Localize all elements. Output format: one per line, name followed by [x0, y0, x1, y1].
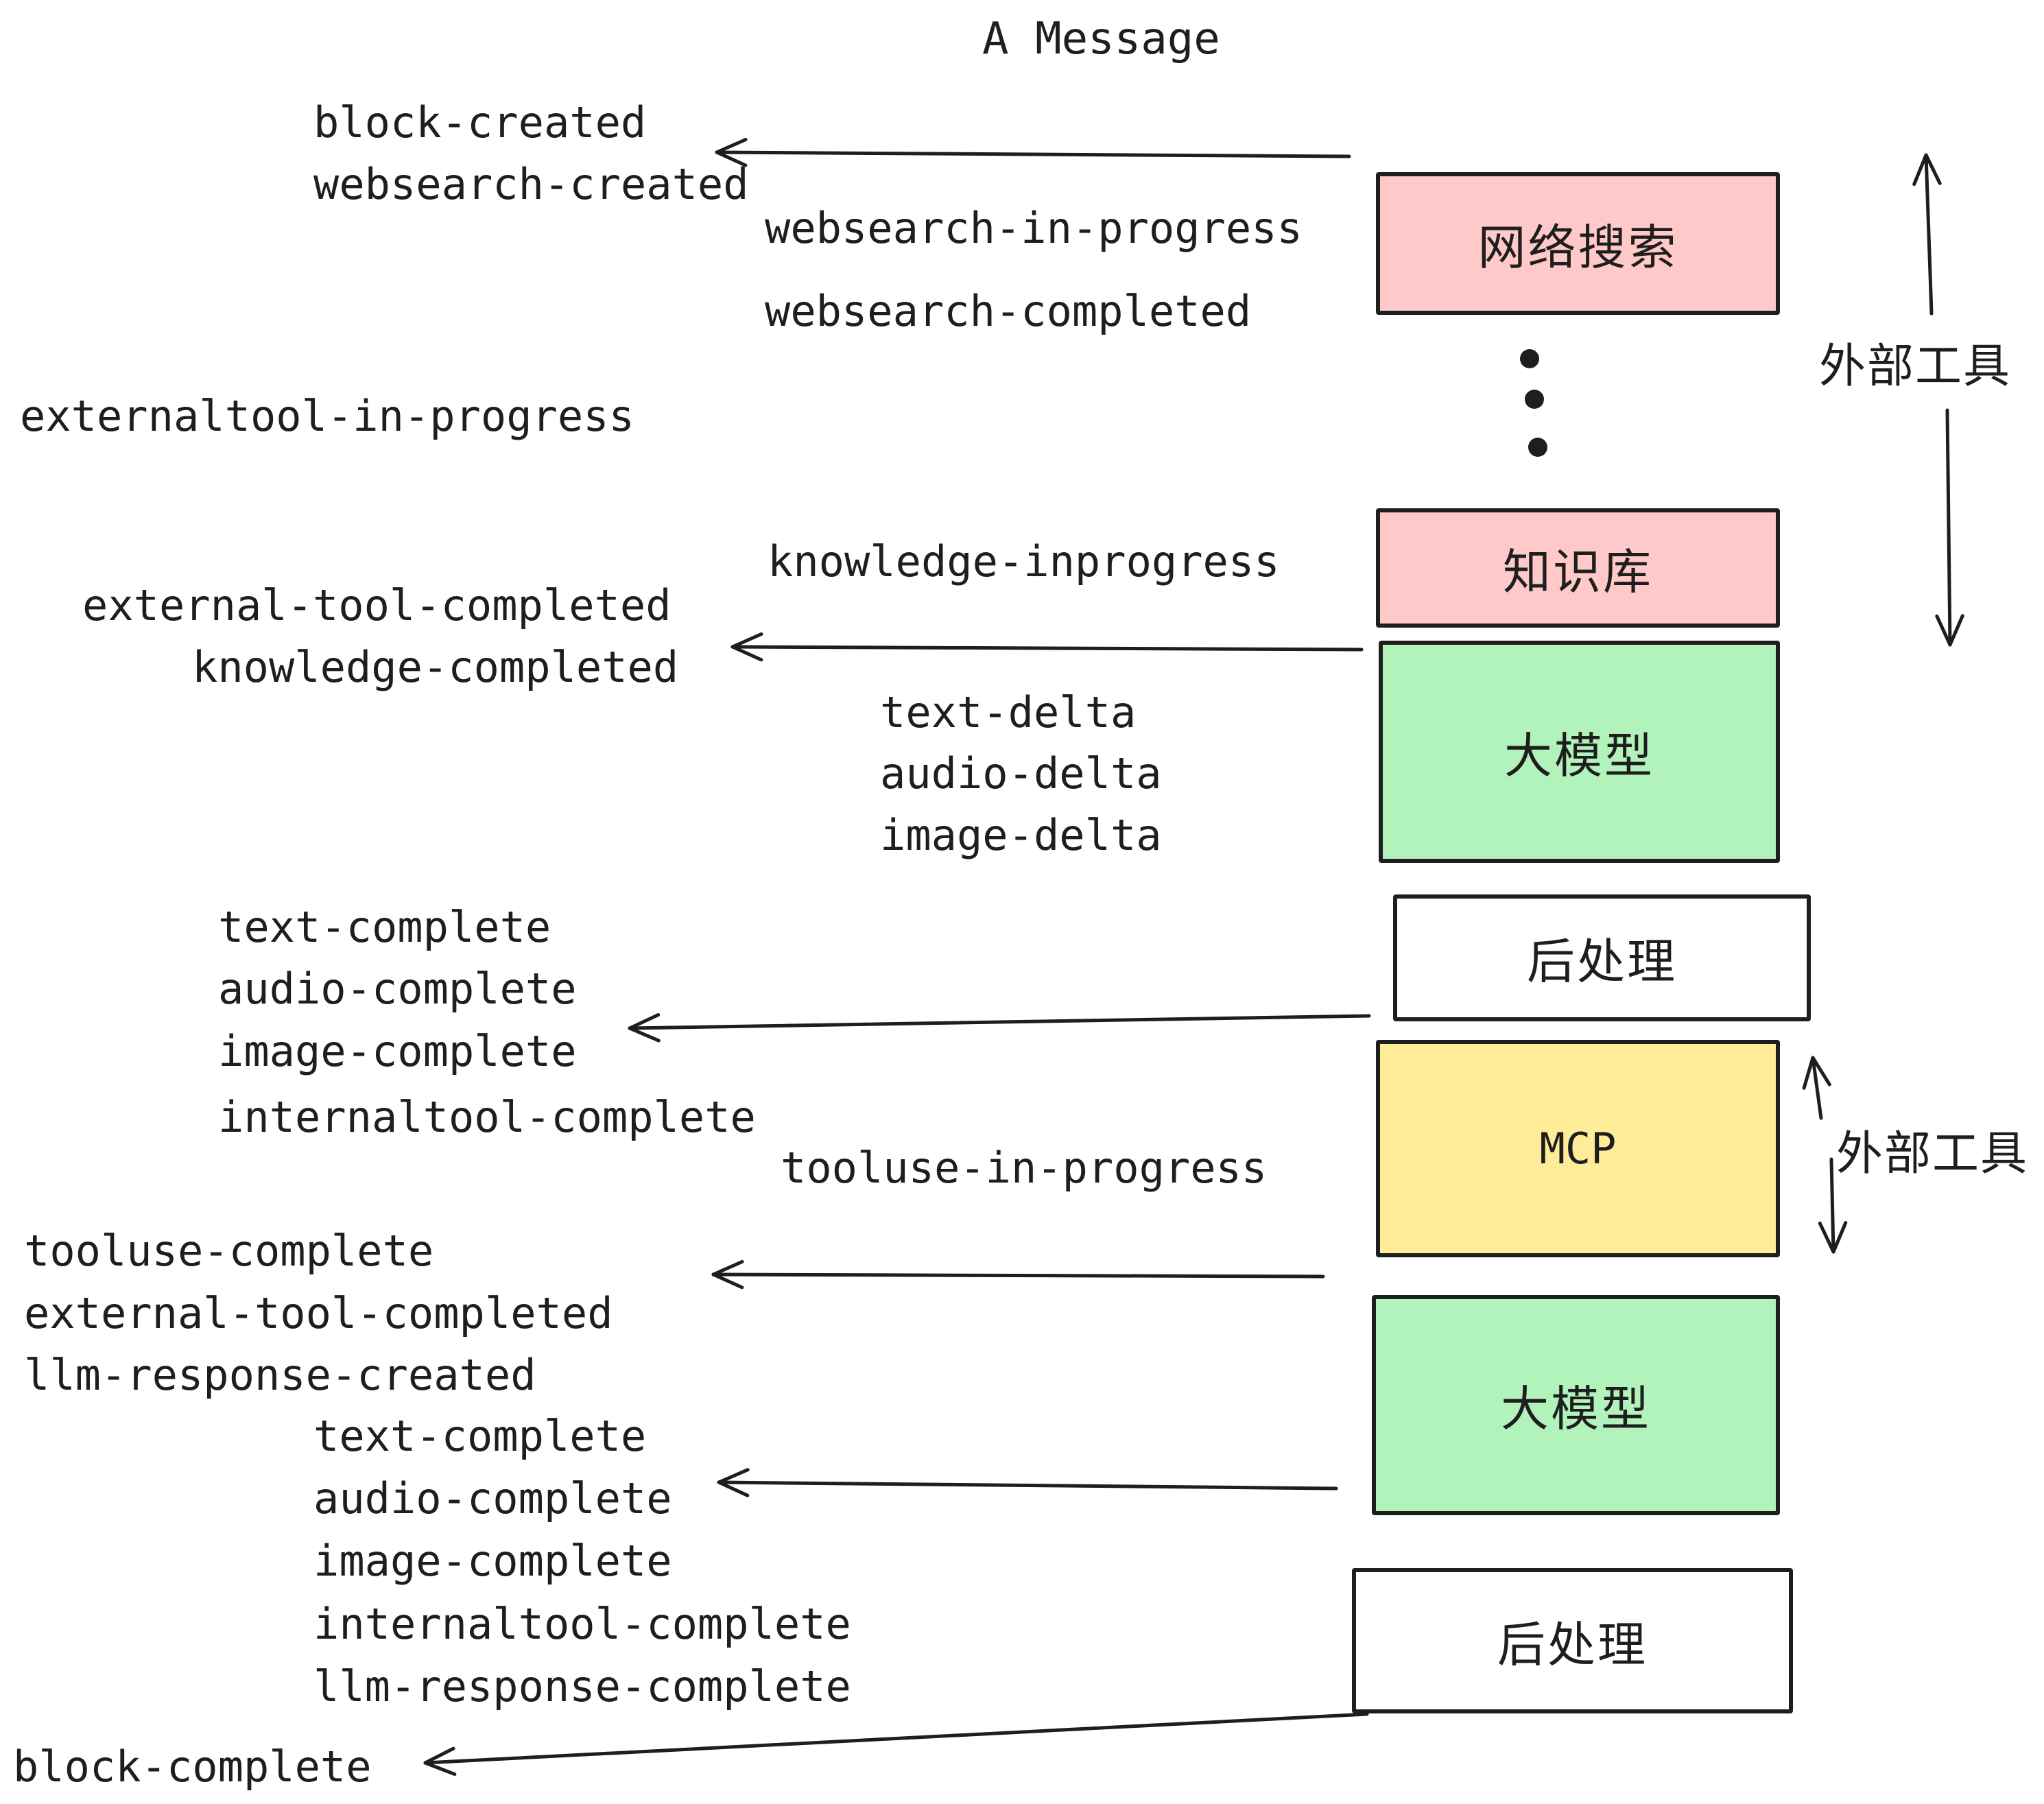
event-label-image-complete-1: image-complete	[218, 1026, 577, 1076]
box-label-llm-2: 大模型	[1501, 1381, 1651, 1437]
box-post-processing-2: 后处理	[1352, 1568, 1793, 1713]
event-label-audio-delta-1: audio-delta	[880, 748, 1162, 798]
event-label-audio-complete-1: audio-complete	[218, 964, 577, 1014]
event-label-audio-complete-2: audio-complete	[313, 1473, 672, 1523]
arrow-to-audio-complete-2	[717, 1468, 1338, 1497]
arrow-to-block-created	[715, 138, 1351, 167]
arrow-to-tooluse-complete	[711, 1259, 1325, 1290]
box-label-websearch: 网络搜索	[1477, 219, 1678, 276]
box-mcp: MCP	[1376, 1040, 1780, 1257]
arrow-to-image-complete	[628, 1013, 1371, 1043]
box-label-post-processing-1: 后处理	[1527, 934, 1677, 990]
arrow-external-tools-1-down	[1935, 408, 1964, 647]
event-label-text-complete-1: text-complete	[218, 902, 551, 952]
arrow-to-knowledge-completed	[730, 632, 1364, 662]
event-label-websearch-completed: websearch-completed	[765, 286, 1252, 336]
ellipsis-dot-1	[1520, 349, 1539, 368]
box-post-processing-1: 后处理	[1393, 894, 1811, 1021]
box-label-post-processing-2: 后处理	[1497, 1616, 1648, 1673]
event-label-llm-response-created: llm-response-created	[24, 1350, 536, 1400]
arrow-external-tools-2-up	[1802, 1056, 1831, 1120]
box-llm-1: 大模型	[1379, 641, 1780, 863]
event-label-tooluse-in-progress: tooluse-in-progress	[781, 1143, 1268, 1193]
box-knowledge: 知识库	[1376, 508, 1780, 628]
event-label-external-tool-completed-2: external-tool-completed	[24, 1288, 613, 1338]
arrow-external-tools-1-up	[1912, 153, 1942, 316]
event-label-text-complete-2: text-complete	[313, 1411, 647, 1461]
event-label-websearch-created: websearch-created	[313, 159, 749, 209]
ellipsis-dot-3	[1528, 438, 1547, 457]
arrow-to-block-complete	[423, 1712, 1369, 1777]
ellipsis-dot-2	[1525, 390, 1544, 409]
box-llm-2: 大模型	[1372, 1295, 1780, 1515]
side-label-external-tools-1: 外部工具	[1819, 340, 2012, 394]
event-label-knowledge-completed: knowledge-completed	[192, 642, 679, 692]
box-label-llm-1: 大模型	[1504, 727, 1654, 784]
event-label-text-delta-1: text-delta	[880, 687, 1137, 737]
event-label-websearch-in-progress: websearch-in-progress	[765, 203, 1303, 253]
event-label-externaltool-in-progress: externaltool-in-progress	[20, 391, 634, 441]
event-label-block-created: block-created	[313, 97, 647, 147]
event-label-image-complete-2: image-complete	[313, 1536, 672, 1586]
event-label-internaltool-complete-2: internaltool-complete	[313, 1599, 851, 1649]
event-label-knowledge-inprogress: knowledge-inprogress	[768, 536, 1280, 586]
box-websearch: 网络搜索	[1376, 172, 1780, 315]
side-label-external-tools-2: 外部工具	[1836, 1127, 2029, 1181]
event-label-llm-response-complete: llm-response-complete	[313, 1661, 851, 1711]
event-label-image-delta-1: image-delta	[880, 810, 1162, 860]
diagram-title: A Message	[982, 14, 1220, 64]
event-label-block-complete: block-complete	[13, 1742, 372, 1792]
event-label-external-tool-completed-1: external-tool-completed	[82, 580, 672, 630]
event-label-tooluse-complete: tooluse-complete	[24, 1226, 434, 1276]
event-label-internaltool-complete-1: internaltool-complete	[218, 1092, 756, 1142]
box-label-mcp: MCP	[1539, 1124, 1617, 1174]
box-label-knowledge: 知识库	[1503, 543, 1653, 600]
